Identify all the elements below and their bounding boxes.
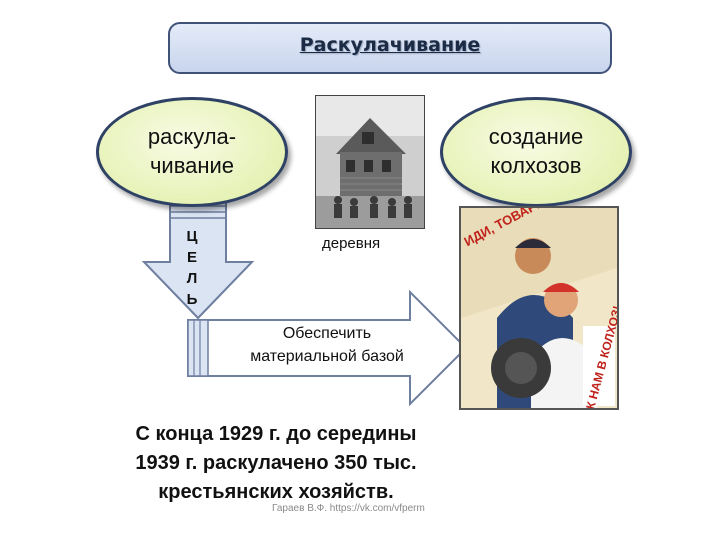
summary-text: С конца 1929 г. до середины 1939 г. раск… — [90, 420, 462, 507]
author-credit: Гараев В.Ф. https://vk.com/vfperm — [272, 503, 425, 514]
village-label: деревня — [322, 235, 381, 252]
goal-label: Ц Е Л Ь — [181, 226, 203, 310]
kolkhoz-poster: ИДИ, ТОВАРИЩ, К НАМ В КОЛХОЗ! — [459, 186, 624, 411]
collectivization-line1: создание — [488, 124, 584, 150]
goal-text-line2: материальной базой — [250, 348, 404, 365]
goal-letter: Ц — [186, 228, 198, 245]
summary-line2: 1939 г. раскулачено 350 тыс. — [135, 452, 417, 474]
page-title: Раскулачивание — [299, 34, 481, 56]
goal-letter: Ь — [186, 291, 198, 308]
goal-letter: Е — [186, 249, 197, 266]
village-photo — [315, 95, 425, 229]
dekulakization-line2: чивание — [149, 153, 235, 178]
right-arrow — [187, 289, 468, 407]
goal-description: Обеспечить материальной базой — [208, 322, 446, 368]
village-house-image — [316, 96, 424, 228]
summary-line1: С конца 1929 г. до середины — [135, 423, 417, 445]
title-banner: Раскулачивание — [168, 22, 612, 74]
down-arrow — [141, 199, 255, 320]
collectivization-ellipse: создание колхозов — [440, 97, 632, 207]
goal-text-line1: Обеспечить — [282, 325, 372, 342]
goal-letter: Л — [186, 270, 198, 287]
dekulakization-ellipse: раскула- чивание — [96, 97, 288, 207]
summary-line3: крестьянских хозяйств. — [158, 481, 394, 503]
dekulakization-line1: раскула- — [147, 124, 237, 150]
collectivization-line2: колхозов — [490, 153, 582, 178]
poster-image: ИДИ, ТОВАРИЩ, К НАМ В КОЛХОЗ! — [461, 186, 624, 411]
